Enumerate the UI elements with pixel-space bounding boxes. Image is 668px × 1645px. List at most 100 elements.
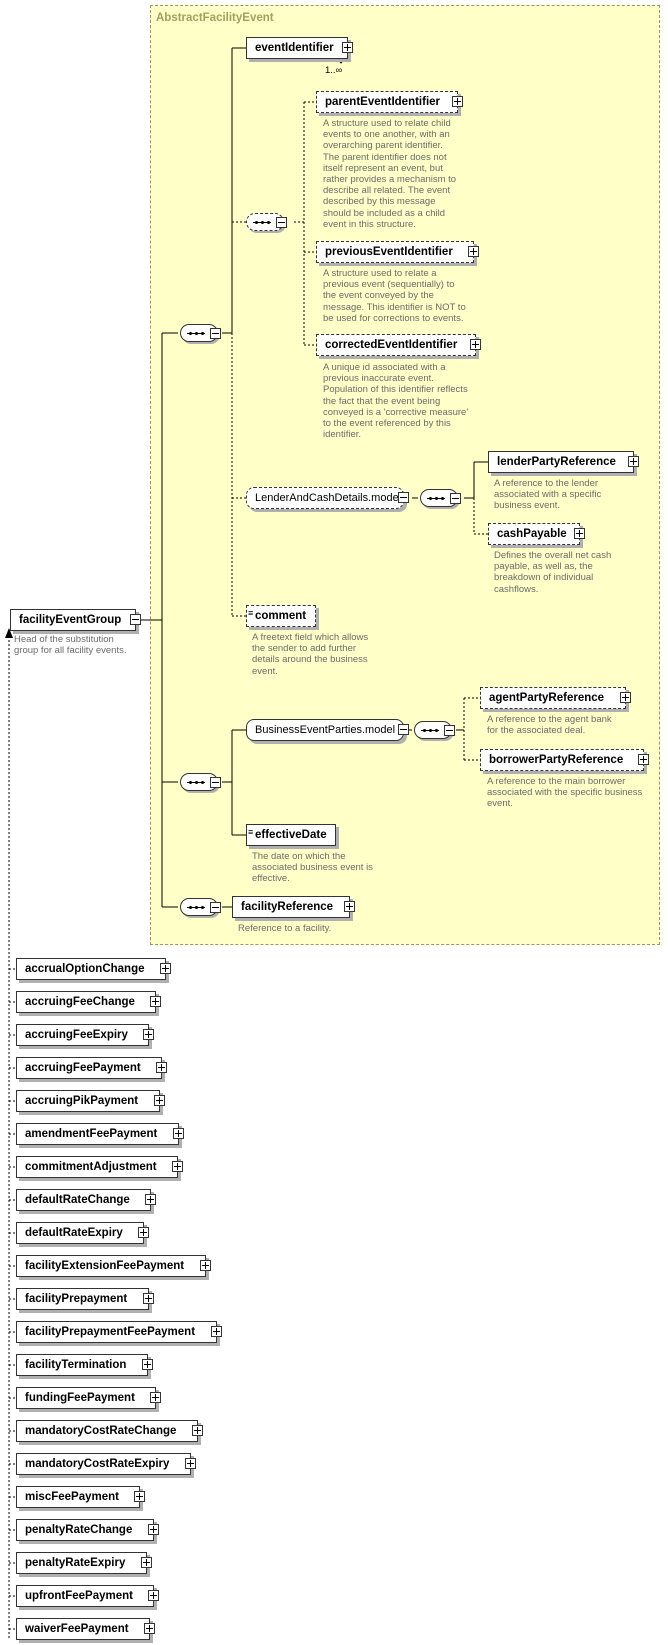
expand-icon[interactable] xyxy=(154,1095,165,1106)
substitution-member-accruingPikPayment[interactable]: accruingPikPayment xyxy=(16,1090,165,1112)
doc-line: the fact that the event being xyxy=(323,395,441,407)
element-label: accruingPikPayment xyxy=(25,1095,139,1107)
substitution-member-waiverFeePayment[interactable]: waiverFeePayment xyxy=(16,1618,155,1640)
substitution-member-accrualOptionChange[interactable]: accrualOptionChange xyxy=(16,958,171,980)
corrected-event-identifier-element[interactable]: correctedEventIdentifier xyxy=(316,334,481,356)
doc-line: A freetext field which allows xyxy=(252,632,369,643)
borrower-party-reference-doc: A reference to the main borrower associa… xyxy=(487,776,642,810)
expand-icon[interactable] xyxy=(211,1326,222,1337)
doc-line: to the event referenced by this xyxy=(323,418,451,430)
expand-icon[interactable] xyxy=(156,1062,167,1073)
substitution-member-defaultRateChange[interactable]: defaultRateChange xyxy=(16,1189,156,1211)
substitution-member-accruingFeePayment[interactable]: accruingFeePayment xyxy=(16,1057,167,1079)
element-label: facilityTermination xyxy=(25,1359,127,1371)
lender-party-reference-element[interactable]: lenderPartyReference xyxy=(488,451,639,473)
collapse-icon[interactable] xyxy=(130,614,141,625)
expand-icon[interactable] xyxy=(620,692,631,703)
expand-icon[interactable] xyxy=(150,1392,161,1403)
expand-icon[interactable] xyxy=(143,1029,154,1040)
comment-element[interactable]: ≡ comment xyxy=(246,605,316,627)
previous-event-identifier-element[interactable]: previousEventIdentifier xyxy=(316,241,479,263)
root-element-facility-event-group[interactable]: facilityEventGroup xyxy=(10,609,141,631)
collapse-icon[interactable] xyxy=(210,777,221,788)
comment-doc: A freetext field which allows the sender… xyxy=(252,632,368,677)
collapse-icon[interactable] xyxy=(398,724,409,735)
expand-icon[interactable] xyxy=(574,528,585,539)
expand-icon[interactable] xyxy=(192,1425,203,1436)
substitution-member-miscFeePayment[interactable]: miscFeePayment xyxy=(16,1486,145,1508)
expand-icon[interactable] xyxy=(452,96,463,107)
expand-icon[interactable] xyxy=(145,1194,156,1205)
doc-line: A reference to the main borrower xyxy=(487,776,626,787)
root-label: facilityEventGroup xyxy=(19,614,122,626)
element-label: commitmentAdjustment xyxy=(25,1161,157,1173)
substitution-member-upfrontFeePayment[interactable]: upfrontFeePayment xyxy=(16,1585,159,1607)
substitution-member-penaltyRateExpiry[interactable]: penaltyRateExpiry xyxy=(16,1552,152,1574)
doc-line: overarching parent identifier. xyxy=(323,140,443,152)
expand-icon[interactable] xyxy=(141,1557,152,1568)
expand-icon[interactable] xyxy=(628,456,639,467)
element-label: waiverFeePayment xyxy=(25,1623,129,1635)
expand-icon[interactable] xyxy=(148,1590,159,1601)
expand-icon[interactable] xyxy=(143,1293,154,1304)
element-label: borrowerPartyReference xyxy=(489,754,624,766)
expand-icon[interactable] xyxy=(138,1227,149,1238)
expand-icon[interactable] xyxy=(200,1260,211,1271)
previous-event-identifier-doc: A structure used to relate a previous ev… xyxy=(323,268,466,324)
element-label: effectiveDate xyxy=(255,829,327,841)
borrower-party-reference-element[interactable]: borrowerPartyReference xyxy=(480,749,649,771)
expand-icon[interactable] xyxy=(150,996,161,1007)
element-label: defaultRateExpiry xyxy=(25,1227,123,1239)
expand-icon[interactable] xyxy=(342,42,353,53)
expand-icon[interactable] xyxy=(144,1623,155,1634)
doc-line: events to one another, with an xyxy=(323,129,450,141)
effective-date-element[interactable]: ≡ effectiveDate xyxy=(246,824,336,846)
expand-icon[interactable] xyxy=(185,1458,196,1469)
substitution-member-facilityPrepayment[interactable]: facilityPrepayment xyxy=(16,1288,154,1310)
substitution-member-facilityPrepaymentFeePayment[interactable]: facilityPrepaymentFeePayment xyxy=(16,1321,222,1343)
facility-reference-element[interactable]: facilityReference xyxy=(232,896,355,918)
collapse-icon[interactable] xyxy=(450,493,461,504)
cash-payable-doc: Defines the overall net cash payable, as… xyxy=(494,550,611,595)
expand-icon[interactable] xyxy=(173,1128,184,1139)
expand-icon[interactable] xyxy=(134,1491,145,1502)
collapse-icon[interactable] xyxy=(210,902,221,913)
element-label: facilityExtensionFeePayment xyxy=(25,1260,185,1272)
substitution-member-facilityExtensionFeePayment[interactable]: facilityExtensionFeePayment xyxy=(16,1255,211,1277)
element-label: fundingFeePayment xyxy=(25,1392,135,1404)
expand-icon[interactable] xyxy=(148,1524,159,1535)
substitution-member-facilityTermination[interactable]: facilityTermination xyxy=(16,1354,153,1376)
substitution-member-fundingFeePayment[interactable]: fundingFeePayment xyxy=(16,1387,161,1409)
cash-payable-element[interactable]: cashPayable xyxy=(488,523,585,545)
doc-line: the sender to add further xyxy=(252,643,357,655)
abstract-group-title: AbstractFacilityEvent xyxy=(156,12,274,24)
substitution-member-amendmentFeePayment[interactable]: amendmentFeePayment xyxy=(16,1123,184,1145)
root-doc: Head of the substitution group for all f… xyxy=(14,634,126,656)
parent-event-identifier-element[interactable]: parentEventIdentifier xyxy=(316,91,463,113)
expand-icon[interactable] xyxy=(160,963,171,974)
event-identifier-element[interactable]: eventIdentifier xyxy=(246,37,353,59)
collapse-icon[interactable] xyxy=(210,328,221,339)
substitution-member-mandatoryCostRateChange[interactable]: mandatoryCostRateChange xyxy=(16,1420,203,1442)
collapse-icon[interactable] xyxy=(398,492,409,503)
substitution-member-accruingFeeExpiry[interactable]: accruingFeeExpiry xyxy=(16,1024,154,1046)
doc-line: described by this message xyxy=(323,196,436,208)
substitution-member-commitmentAdjustment[interactable]: commitmentAdjustment xyxy=(16,1156,183,1178)
substitution-member-mandatoryCostRateExpiry[interactable]: mandatoryCostRateExpiry xyxy=(16,1453,196,1475)
expand-icon[interactable] xyxy=(638,754,649,765)
expand-icon[interactable] xyxy=(470,339,481,350)
element-label: accruingFeeChange xyxy=(25,996,135,1008)
lender-and-cash-details-model[interactable]: LenderAndCashDetails.model xyxy=(246,487,409,509)
collapse-icon[interactable] xyxy=(444,725,455,736)
collapse-icon[interactable] xyxy=(276,217,287,228)
agent-party-reference-element[interactable]: agentPartyReference xyxy=(480,687,631,709)
substitution-member-defaultRateExpiry[interactable]: defaultRateExpiry xyxy=(16,1222,149,1244)
substitution-member-accruingFeeChange[interactable]: accruingFeeChange xyxy=(16,991,161,1013)
expand-icon[interactable] xyxy=(344,901,355,912)
substitution-member-penaltyRateChange[interactable]: penaltyRateChange xyxy=(16,1519,159,1541)
expand-icon[interactable] xyxy=(172,1161,183,1172)
business-event-parties-model[interactable]: BusinessEventParties.model xyxy=(246,719,409,741)
expand-icon[interactable] xyxy=(468,246,479,257)
simple-type-marker: ≡ xyxy=(248,827,254,837)
expand-icon[interactable] xyxy=(142,1359,153,1370)
